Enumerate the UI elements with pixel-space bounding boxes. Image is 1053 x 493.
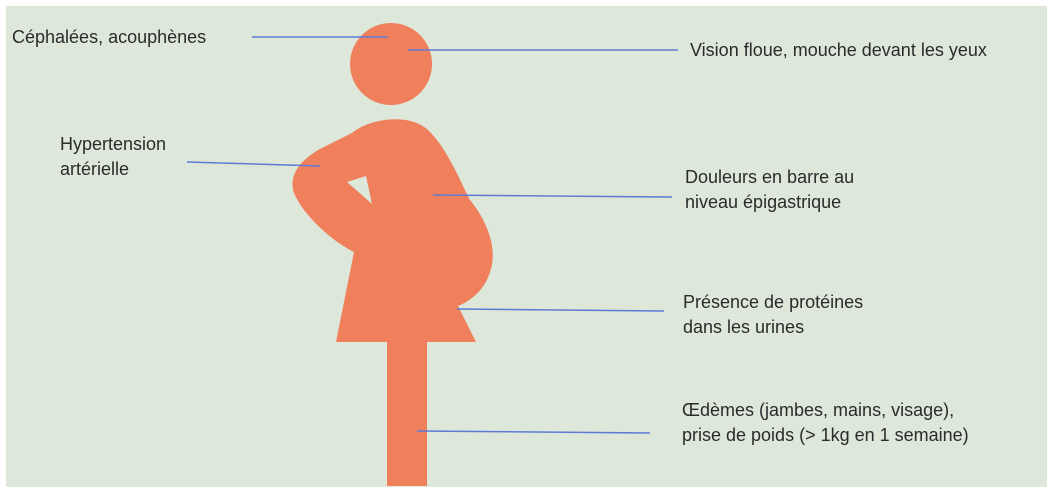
label-cephalees: Céphalées, acouphènes bbox=[12, 25, 206, 50]
label-douleurs-line-1: Douleurs en barre au bbox=[685, 167, 855, 187]
label-proteines-line-1: Présence de protéines bbox=[683, 292, 864, 312]
figure-head bbox=[350, 23, 432, 105]
label-oedemes: Œdèmes (jambes, mains, visage), prise de… bbox=[682, 398, 969, 448]
label-hypertension-line-1: Hypertension bbox=[60, 134, 167, 154]
leader-line-oedemes bbox=[416, 430, 651, 434]
leader-line-proteines bbox=[456, 308, 665, 312]
label-douleurs: Douleurs en barre au niveau épigastrique bbox=[685, 165, 854, 215]
label-vision: Vision floue, mouche devant les yeux bbox=[690, 38, 987, 63]
label-proteines-line-2: dans les urines bbox=[683, 317, 805, 337]
figure-body bbox=[292, 119, 493, 342]
label-proteines: Présence de protéines dans les urines bbox=[683, 290, 863, 340]
leader-line-hypertension bbox=[186, 161, 321, 167]
label-cephalees-line-1: Céphalées, acouphènes bbox=[12, 27, 207, 47]
leader-line-douleurs bbox=[432, 194, 673, 198]
label-oedemes-line-2: prise de poids (> 1kg en 1 semaine) bbox=[682, 425, 969, 445]
label-hypertension: Hypertension artérielle bbox=[60, 132, 166, 182]
label-hypertension-line-2: artérielle bbox=[60, 159, 130, 179]
figure-hand-gap bbox=[347, 176, 372, 204]
label-oedemes-line-1: Œdèmes (jambes, mains, visage), bbox=[682, 400, 955, 420]
label-vision-line-1: Vision floue, mouche devant les yeux bbox=[690, 40, 987, 60]
diagram-background bbox=[6, 6, 1047, 487]
label-douleurs-line-2: niveau épigastrique bbox=[685, 192, 842, 212]
figure-leg bbox=[387, 340, 427, 486]
